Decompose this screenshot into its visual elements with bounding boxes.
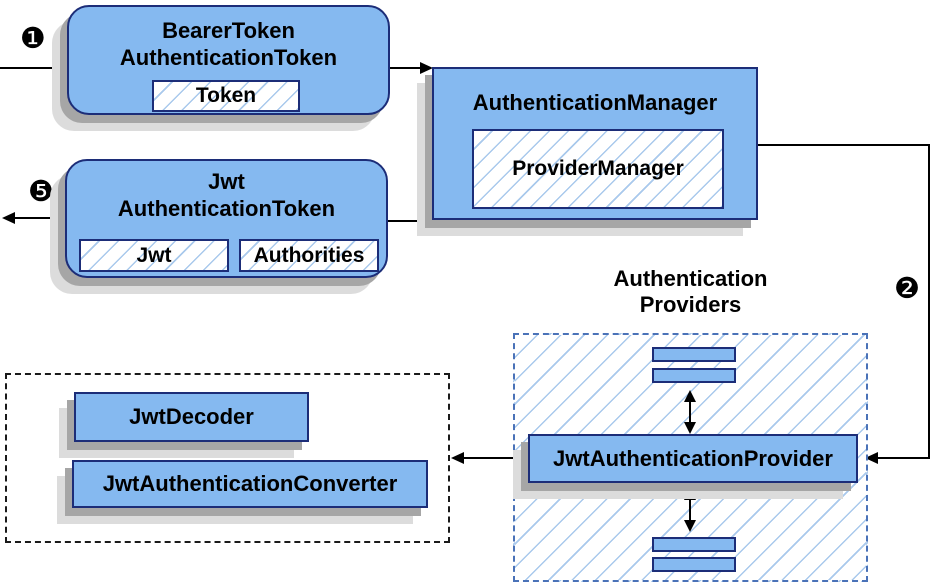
bearer-token-title-line1: BearerToken — [162, 18, 295, 43]
jwt-token-title-line1: Jwt — [208, 169, 245, 194]
arrow-jwt-token-out-line — [14, 217, 65, 219]
arrow-provider-to-decoder-group-head-icon — [451, 452, 464, 464]
bearer-token-title-line2: AuthenticationToken — [119, 45, 338, 70]
bearer-token-authentication-token-node: BearerToken AuthenticationToken Token — [67, 5, 390, 115]
connector-request-in — [0, 67, 67, 69]
provider-placeholder-rect — [652, 557, 736, 572]
authentication-manager-node: AuthenticationManager ProviderManager — [432, 67, 758, 220]
arrow-bearer-to-manager-line — [390, 67, 423, 69]
connector-manager-to-provider-bottom — [877, 457, 930, 459]
provider-manager-member-label: ProviderManager — [512, 157, 684, 180]
jwt-decoder-node: JwtDecoder — [74, 392, 309, 442]
arrow-into-provider-head-icon — [865, 452, 878, 464]
jwt-decoder-label: JwtDecoder — [129, 404, 254, 429]
authentication-providers-title: Authentication Providers — [513, 266, 868, 318]
jwt-authentication-converter-label: JwtAuthenticationConverter — [102, 471, 398, 496]
jwt-authentication-token-node: Jwt AuthenticationToken Jwt Authorities — [65, 159, 388, 278]
jwt-authentication-token-title: Jwt AuthenticationToken — [67, 168, 386, 222]
authorities-member-label: Authorities — [253, 243, 365, 267]
authorities-member-box: Authorities — [239, 239, 379, 272]
jwt-token-title-line2: AuthenticationToken — [117, 196, 336, 221]
arrow-provider-to-decoder-group-line — [463, 457, 528, 459]
token-member-box: Token — [152, 80, 300, 112]
authentication-providers-title-line2: Providers — [639, 292, 742, 317]
provider-placeholder-rect — [652, 537, 736, 552]
connector-manager-to-provider-right — [928, 144, 930, 459]
arrow-bearer-to-manager-head-icon — [420, 62, 433, 74]
token-member-label: Token — [195, 84, 257, 107]
bearer-token-node-title: BearerToken AuthenticationToken — [69, 17, 388, 71]
connector-manager-to-jwt-token — [388, 220, 432, 222]
jwt-member-label: Jwt — [136, 243, 172, 267]
provider-placeholder-rect — [652, 368, 736, 383]
provider-manager-member-box: ProviderManager — [472, 129, 724, 209]
jwt-authentication-provider-node: JwtAuthenticationProvider — [528, 434, 858, 483]
jwt-authentication-converter-node: JwtAuthenticationConverter — [72, 460, 428, 508]
jwt-member-box: Jwt — [79, 239, 229, 272]
connector-manager-to-provider-top — [758, 144, 930, 146]
jwt-decoder-converter-group: JwtDecoder JwtAuthenticationConverter — [5, 373, 450, 543]
step-2-badge: ❷ — [894, 271, 920, 305]
authentication-manager-title: AuthenticationManager — [472, 90, 718, 115]
authentication-providers-title-line1: Authentication — [613, 266, 768, 291]
arrow-jwt-token-out-head-icon — [2, 212, 15, 224]
step-1-badge: ❶ — [20, 21, 46, 55]
provider-placeholder-rect — [652, 347, 736, 362]
jwt-authentication-provider-label: JwtAuthenticationProvider — [553, 445, 833, 471]
step-5-badge: ❺ — [28, 174, 54, 208]
